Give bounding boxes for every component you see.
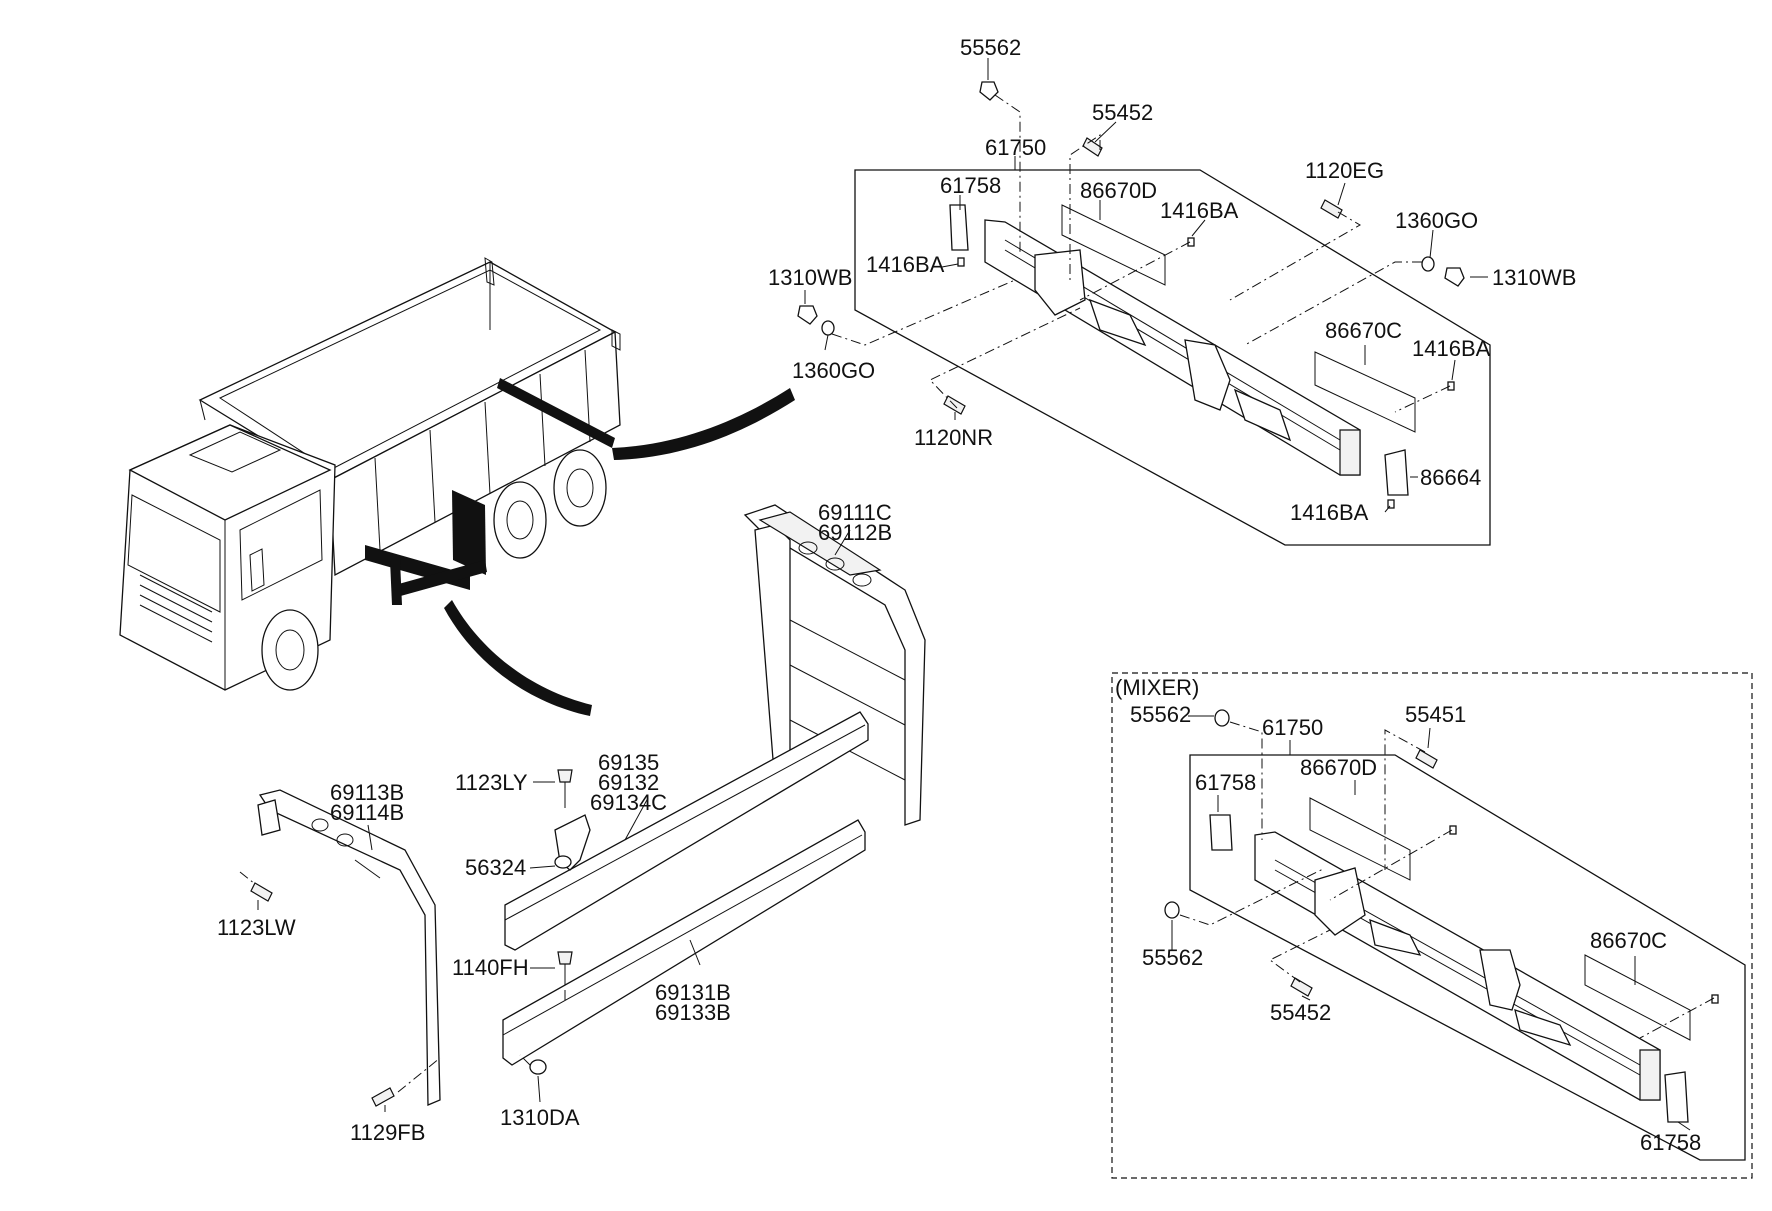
label-56324: 56324 bbox=[465, 855, 526, 880]
label-55452-top: 55452 bbox=[1092, 100, 1153, 125]
label-61758-top: 61758 bbox=[940, 173, 1001, 198]
label-1129fb: 1129FB bbox=[350, 1120, 425, 1145]
label-1310da: 1310DA bbox=[500, 1105, 580, 1130]
label-69111c: 69111C bbox=[818, 500, 892, 525]
label-mixer-86670c: 86670C bbox=[1590, 928, 1667, 953]
label-61750-top: 61750 bbox=[985, 135, 1046, 160]
label-mixer-55562-a: 55562 bbox=[1130, 702, 1191, 727]
label-86670c-top: 86670C bbox=[1325, 318, 1402, 343]
label-mixer-55452: 55452 bbox=[1270, 1000, 1331, 1025]
side-guard-parts bbox=[239, 504, 926, 1112]
label-69113b: 69113B bbox=[330, 780, 404, 805]
label-69135: 69135 bbox=[598, 750, 659, 775]
label-mixer-61758-a: 61758 bbox=[1195, 770, 1256, 795]
label-69134c: 69134C bbox=[590, 790, 667, 815]
label-1120nr: 1120NR bbox=[914, 425, 993, 450]
mixer-assembly bbox=[1111, 672, 1753, 1179]
label-69112b: 69112B bbox=[818, 520, 892, 545]
label-1140fh: 1140FH bbox=[452, 955, 529, 980]
label-1120eg: 1120EG bbox=[1305, 158, 1384, 183]
label-1310wb-left: 1310WB bbox=[768, 265, 852, 290]
label-86664: 86664 bbox=[1420, 465, 1481, 490]
label-1416ba-b: 1416BA bbox=[866, 252, 945, 277]
label-mixer-86670d: 86670D bbox=[1300, 755, 1377, 780]
dump-truck-illustration bbox=[119, 257, 795, 716]
label-86670d-top: 86670D bbox=[1080, 178, 1157, 203]
label-1416ba-c: 1416BA bbox=[1412, 336, 1491, 361]
label-mixer-55451: 55451 bbox=[1405, 702, 1466, 727]
label-mixer-61758-b: 61758 bbox=[1640, 1130, 1701, 1155]
label-1360go-right: 1360GO bbox=[1395, 208, 1478, 233]
label-1360go-left: 1360GO bbox=[792, 358, 875, 383]
part-number-labels: (MIXER) 55562 55452 61750 61758 86670D 1… bbox=[217, 35, 1701, 1155]
label-69133b: 69133B bbox=[655, 1000, 731, 1025]
label-mixer-55562-b: 55562 bbox=[1142, 945, 1203, 970]
mixer-label: (MIXER) bbox=[1115, 675, 1199, 700]
label-69114b: 69114B bbox=[330, 800, 404, 825]
label-1416ba-a: 1416BA bbox=[1160, 198, 1239, 223]
label-1416ba-d: 1416BA bbox=[1290, 500, 1369, 525]
label-1123ly: 1123LY bbox=[455, 770, 528, 795]
label-1123lw: 1123LW bbox=[217, 915, 296, 940]
label-mixer-61750: 61750 bbox=[1262, 715, 1323, 740]
label-1310wb-right: 1310WB bbox=[1492, 265, 1576, 290]
rear-guard-assembly-61750 bbox=[797, 58, 1491, 546]
label-69131b: 69131B bbox=[655, 980, 731, 1005]
label-55562-top: 55562 bbox=[960, 35, 1021, 60]
label-69132: 69132 bbox=[598, 770, 659, 795]
